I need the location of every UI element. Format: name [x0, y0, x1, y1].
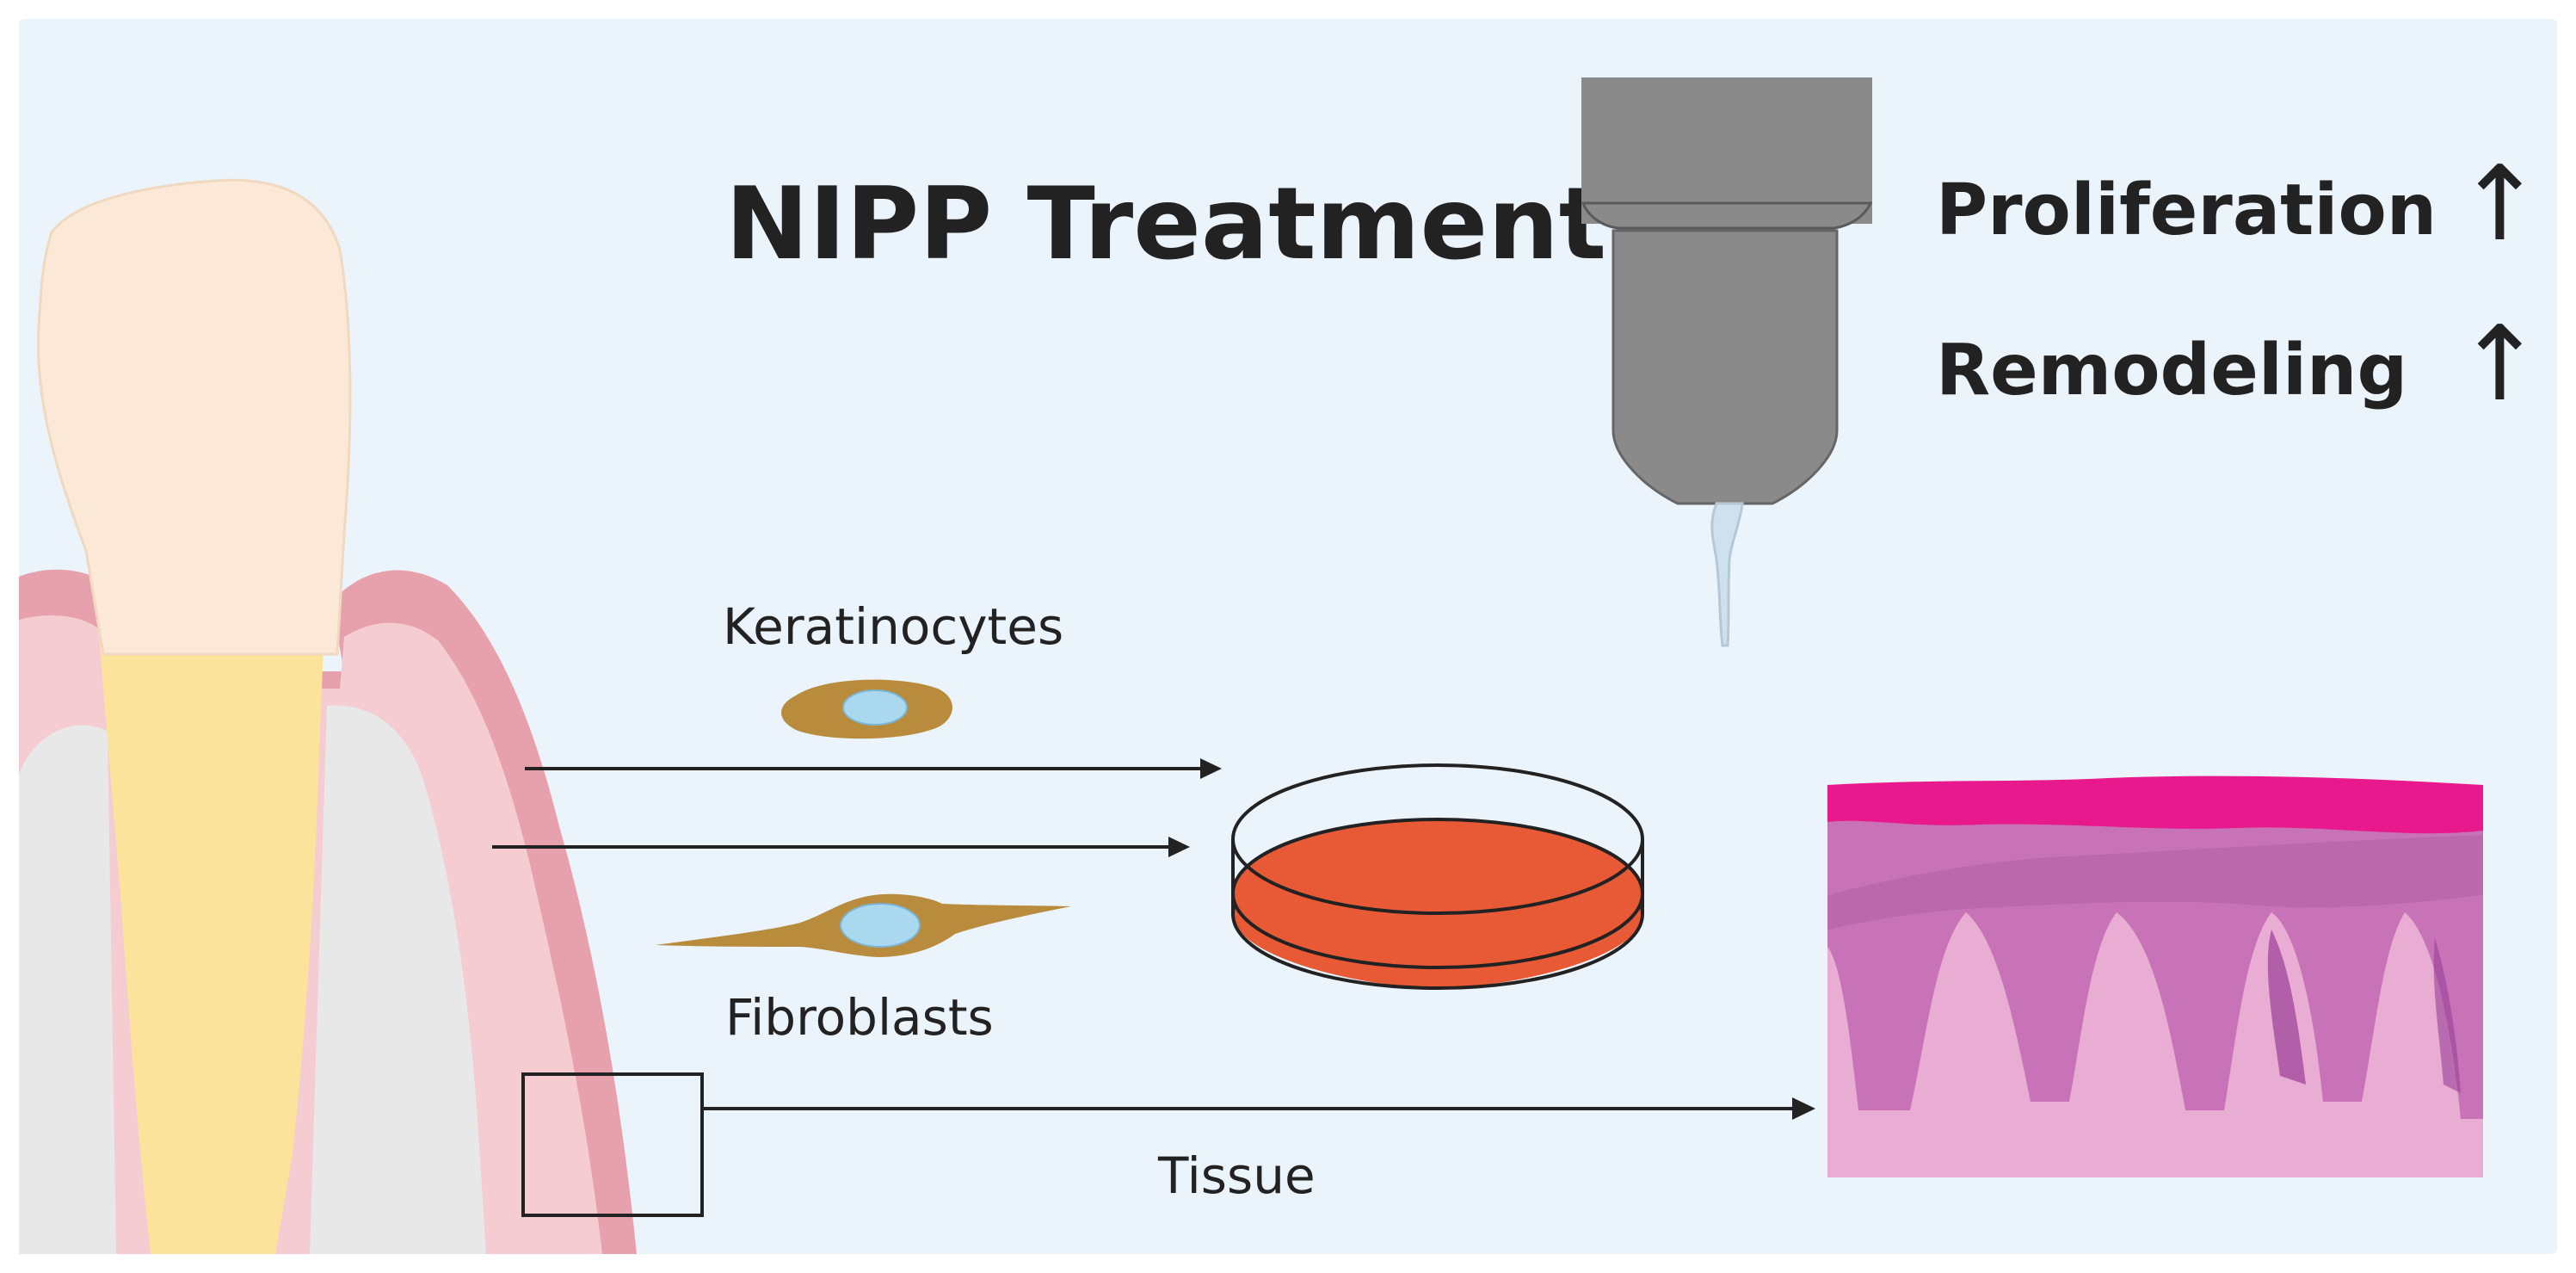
fibroblasts-label: Fibroblasts [725, 988, 994, 1047]
device-nozzle [1612, 229, 1839, 505]
tissue-label: Tissue [1157, 1146, 1316, 1205]
fibroblast-cell-icon [656, 893, 1071, 957]
tooth-illustration [19, 178, 704, 1254]
alveolar-bone [19, 725, 116, 1254]
tissue-histology-image [1827, 773, 2483, 1177]
tissue-arrowhead [1792, 1097, 1815, 1120]
plasma-device [1581, 77, 1873, 647]
tooth-root [96, 603, 325, 1254]
effect-proliferation-arrow: ↑ [2456, 145, 2543, 264]
tooth-crown [36, 178, 352, 656]
tissue-sample-box [521, 1072, 704, 1217]
effect-proliferation-label: Proliferation [1936, 170, 2437, 251]
title: NIPP Treatment [725, 166, 1606, 282]
device-collar [1581, 201, 1873, 230]
fibroblast-arrowhead [1168, 837, 1190, 857]
plasma-jet-icon [1710, 502, 1744, 647]
device-upper-body [1581, 77, 1872, 224]
effect-remodeling-label: Remodeling [1936, 330, 2407, 411]
petri-dish-icon [1231, 763, 1644, 990]
effect-remodeling-arrow: ↑ [2456, 305, 2543, 424]
alveolar-bone [310, 705, 486, 1254]
keratinocyte-arrowhead [1200, 758, 1222, 779]
keratinocyte-cell-icon [781, 679, 952, 739]
keratinocytes-label: Keratinocytes [723, 597, 1063, 656]
